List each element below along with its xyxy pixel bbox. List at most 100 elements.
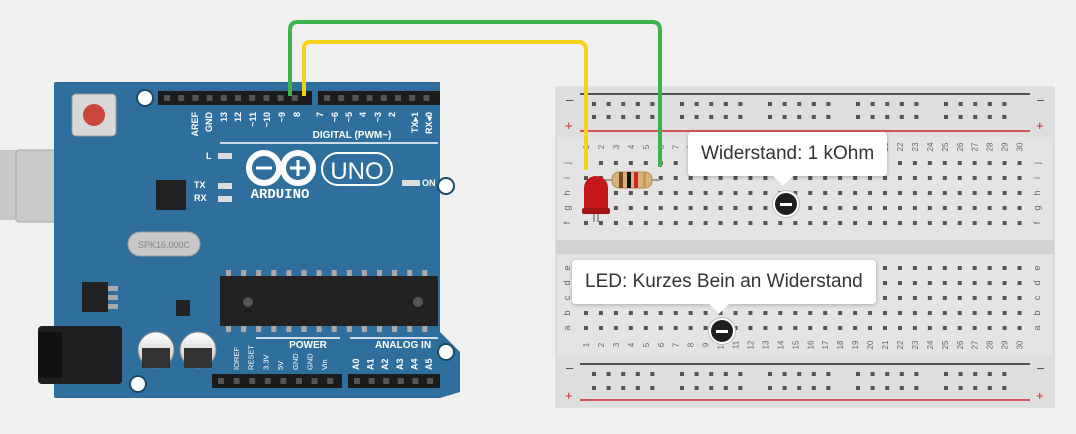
header-pin[interactable] — [366, 95, 373, 101]
breadboard-hole[interactable] — [650, 102, 655, 106]
breadboard-hole[interactable] — [942, 191, 947, 195]
header-pin[interactable] — [164, 95, 170, 101]
breadboard-hole[interactable] — [808, 206, 813, 210]
breadboard-hole[interactable] — [972, 176, 977, 180]
breadboard-hole[interactable] — [958, 386, 963, 390]
breadboard-hole[interactable] — [927, 176, 932, 180]
breadboard-hole[interactable] — [808, 326, 813, 330]
breadboard-hole[interactable] — [883, 296, 887, 300]
breadboard-hole[interactable] — [826, 102, 831, 106]
breadboard-hole[interactable] — [763, 311, 768, 315]
breadboard-hole[interactable] — [584, 176, 588, 180]
breadboard-hole[interactable] — [899, 386, 904, 390]
breadboard-hole[interactable] — [782, 115, 787, 119]
header-pin[interactable] — [249, 95, 256, 101]
breadboard-hole[interactable] — [942, 296, 947, 300]
breadboard-hole[interactable] — [885, 372, 890, 376]
breadboard-hole[interactable] — [942, 206, 947, 210]
breadboard-hole[interactable] — [808, 176, 813, 180]
breadboard-hole[interactable] — [621, 372, 626, 376]
breadboard-hole[interactable] — [658, 311, 663, 315]
breadboard-hole[interactable] — [778, 326, 783, 330]
breadboard-hole[interactable] — [688, 311, 693, 315]
breadboard-hole[interactable] — [718, 221, 723, 225]
breadboard-hole[interactable] — [927, 311, 932, 315]
breadboard-hole[interactable] — [972, 296, 977, 300]
breadboard-hole[interactable] — [811, 386, 816, 390]
arduino-uno-board[interactable]: SPK16.000C L TX RX ON ARDUINO UNO — [0, 82, 460, 398]
breadboard-hole[interactable] — [768, 372, 772, 376]
breadboard-hole[interactable] — [883, 191, 887, 195]
breadboard-hole[interactable] — [793, 221, 798, 225]
breadboard-hole[interactable] — [1002, 266, 1007, 270]
breadboard-hole[interactable] — [592, 102, 596, 106]
breadboard-hole[interactable] — [793, 191, 798, 195]
breadboard-hole[interactable] — [957, 326, 962, 330]
breadboard-hole[interactable] — [797, 386, 802, 390]
breadboard-hole[interactable] — [1002, 281, 1007, 285]
breadboard-hole[interactable] — [885, 115, 890, 119]
breadboard-hole[interactable] — [1017, 221, 1022, 225]
breadboard-hole[interactable] — [1002, 372, 1007, 376]
breadboard-hole[interactable] — [628, 191, 633, 195]
breadboard-hole[interactable] — [912, 191, 917, 195]
header-pin[interactable] — [427, 378, 433, 384]
breadboard-hole[interactable] — [957, 221, 962, 225]
breadboard-hole[interactable] — [987, 115, 992, 119]
breadboard-hole[interactable] — [838, 176, 843, 180]
breadboard-hole[interactable] — [592, 115, 596, 119]
breadboard-hole[interactable] — [1002, 191, 1007, 195]
breadboard-hole[interactable] — [838, 221, 843, 225]
breadboard-hole[interactable] — [748, 206, 753, 210]
breadboard-hole[interactable] — [797, 372, 802, 376]
breadboard-hole[interactable] — [853, 221, 858, 225]
breadboard-hole[interactable] — [606, 372, 611, 376]
breadboard-hole[interactable] — [763, 206, 768, 210]
breadboard-hole[interactable] — [942, 161, 947, 165]
breadboard-hole[interactable] — [897, 221, 902, 225]
breadboard-hole[interactable] — [944, 386, 948, 390]
breadboard-hole[interactable] — [957, 161, 962, 165]
breadboard-hole[interactable] — [823, 221, 828, 225]
breadboard-hole[interactable] — [709, 372, 714, 376]
breadboard-hole[interactable] — [838, 191, 843, 195]
breadboard-hole[interactable] — [972, 311, 977, 315]
breadboard-hole[interactable] — [1017, 206, 1022, 210]
breadboard-hole[interactable] — [897, 176, 902, 180]
breadboard-hole[interactable] — [870, 102, 875, 106]
breadboard-hole[interactable] — [768, 115, 772, 119]
breadboard-hole[interactable] — [709, 102, 714, 106]
breadboard-hole[interactable] — [914, 372, 919, 376]
breadboard-hole[interactable] — [673, 191, 678, 195]
header-pin[interactable] — [311, 378, 318, 384]
wire-yellow[interactable] — [302, 40, 588, 170]
header-pin[interactable] — [423, 95, 430, 101]
breadboard-hole[interactable] — [733, 221, 738, 225]
breadboard-hole[interactable] — [927, 296, 932, 300]
breadboard-hole[interactable] — [778, 311, 783, 315]
breadboard-hole[interactable] — [987, 266, 992, 270]
breadboard-hole[interactable] — [688, 326, 693, 330]
breadboard-hole[interactable] — [709, 115, 714, 119]
breadboard-hole[interactable] — [885, 102, 890, 106]
breadboard-hole[interactable] — [927, 191, 932, 195]
breadboard-hole[interactable] — [703, 221, 708, 225]
breadboard-hole[interactable] — [680, 386, 684, 390]
breadboard-hole[interactable] — [782, 386, 787, 390]
breadboard-hole[interactable] — [914, 115, 919, 119]
breadboard-hole[interactable] — [958, 102, 963, 106]
breadboard-hole[interactable] — [733, 206, 738, 210]
breadboard-hole[interactable] — [912, 161, 917, 165]
header-pin[interactable] — [249, 378, 256, 384]
breadboard-hole[interactable] — [972, 281, 977, 285]
header-pin[interactable] — [395, 95, 401, 101]
breadboard-hole[interactable] — [628, 221, 633, 225]
breadboard-hole[interactable] — [613, 326, 618, 330]
breadboard-hole[interactable] — [987, 311, 992, 315]
breadboard-hole[interactable] — [942, 326, 947, 330]
breadboard-hole[interactable] — [1002, 206, 1007, 210]
breadboard-hole[interactable] — [793, 176, 798, 180]
breadboard-hole[interactable] — [658, 191, 663, 195]
breadboard-hole[interactable] — [598, 326, 603, 330]
